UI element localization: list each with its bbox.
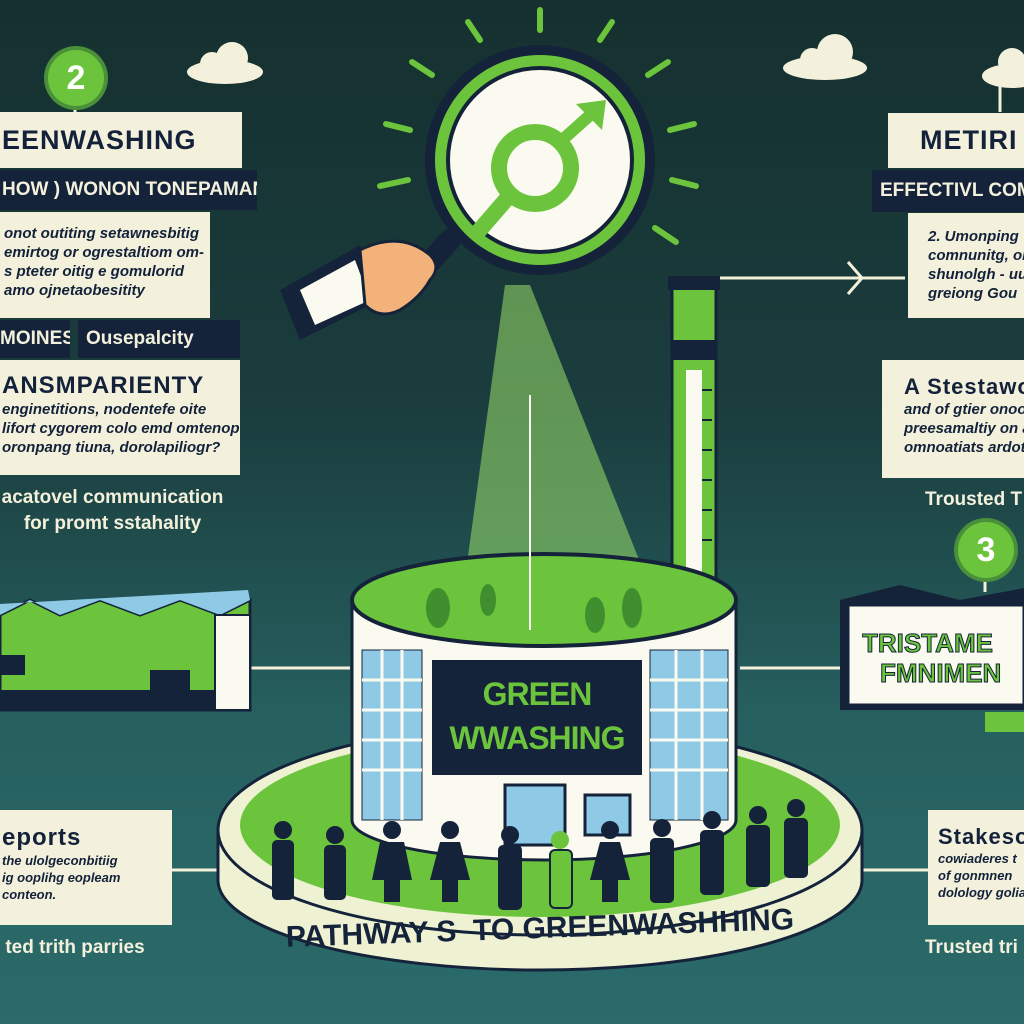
cloud-icon [982, 48, 1024, 88]
left-tag-1: MOINES [0, 320, 70, 358]
people-crowd [272, 799, 808, 910]
step-badge-2: 2 [48, 50, 104, 106]
right-caption: Trousted T [925, 489, 1023, 510]
text-line: omnoatiats ardotle [904, 439, 1024, 456]
text-line: WWASHING [449, 720, 625, 756]
text-line: enginetitions, nodentefe oite [2, 401, 207, 418]
left-caption: acatovel communication for promt sstahal… [0, 485, 225, 537]
plant-icons [426, 584, 642, 633]
right-title: METIRI [888, 113, 1024, 168]
text-line: FMNIMEN [880, 658, 1002, 689]
rays [377, 7, 699, 245]
text-line: conteon. [2, 887, 57, 902]
left-box2: ANSMPARIENTY enginetitions, nodentefe oi… [0, 360, 240, 475]
text-line: s pteter oitig e gomulorid [4, 263, 185, 280]
text-line: emirtog or ogrestaltiom om- [4, 244, 205, 261]
box-heading: A Stestawom [904, 374, 1024, 399]
right-subtitle: EFFECTIVL COMM [872, 170, 1024, 212]
box-heading: eports [2, 824, 82, 851]
text-line: acatovel communication [1, 487, 224, 508]
building-sign: GREEN WWASHING [432, 672, 642, 760]
right-factory [840, 585, 1024, 732]
text-line: of gonmnen [938, 868, 1013, 883]
text-line: 2. Umonping [928, 228, 1019, 245]
left-bottom-caption: ted trith parries [5, 937, 145, 958]
text-line: and of gtier onoor [904, 401, 1024, 418]
right-factory-sign: TRISTAME FMNIMEN [862, 628, 1024, 688]
left-box1: onot outiting setawnesbitig emirtog or o… [0, 212, 210, 318]
text-line: oronpang tiuna, dorolapiliogr? [2, 439, 221, 456]
left-tag-2: Ousepalcity [78, 320, 240, 358]
text-line: cowiaderes t [938, 851, 1017, 866]
box-heading: Stakesod [938, 824, 1024, 849]
text-line: GREEN [482, 676, 593, 712]
left-bottom-box: eports the ulolgeconbitiig ig ooplihg eo… [0, 810, 172, 925]
right-box1: 2. Umonping comnunitg, on shunolgh - uur… [908, 213, 1024, 318]
left-subtitle: HOW ) WONON TONEPAMANT [0, 170, 257, 210]
cloud-icon [187, 42, 263, 84]
text-line: dolology goliar [938, 885, 1024, 900]
hand-icon [280, 239, 438, 340]
text-line: preesamaltiy on a [904, 420, 1024, 437]
text-line: comnunitg, on [928, 247, 1024, 264]
cloud-icon [783, 34, 867, 80]
text-line: amo ojnetaobesitity [4, 282, 145, 299]
right-bottom-caption: Trusted tri [925, 937, 1018, 958]
text-line: TRISTAME [862, 628, 993, 659]
box-heading: ANSMPARIENTY [2, 372, 205, 399]
text-line: greiong Gou [928, 285, 1018, 302]
left-factory [0, 590, 252, 712]
left-title: EENWASHING [0, 112, 242, 168]
text-line: ig ooplihg eopleam [2, 870, 121, 885]
text-line: for promt sstahality [23, 513, 202, 534]
right-bottom-box: Stakesod cowiaderes t of gonmnen dololog… [928, 810, 1024, 925]
text-line: shunolgh - uur [928, 266, 1024, 283]
thermometer-chimney [668, 276, 720, 592]
text-line: the ulolgeconbitiig [2, 853, 118, 868]
text-line: lifort cygorem colo emd omtenop [2, 420, 240, 437]
right-box2: A Stestawom and of gtier onoor preesamal… [882, 360, 1024, 478]
step-badge-3: 3 [958, 522, 1014, 578]
text-line: onot outiting setawnesbitig [4, 225, 199, 242]
light-beam [462, 285, 655, 600]
magnifying-glass-icon [384, 45, 655, 311]
